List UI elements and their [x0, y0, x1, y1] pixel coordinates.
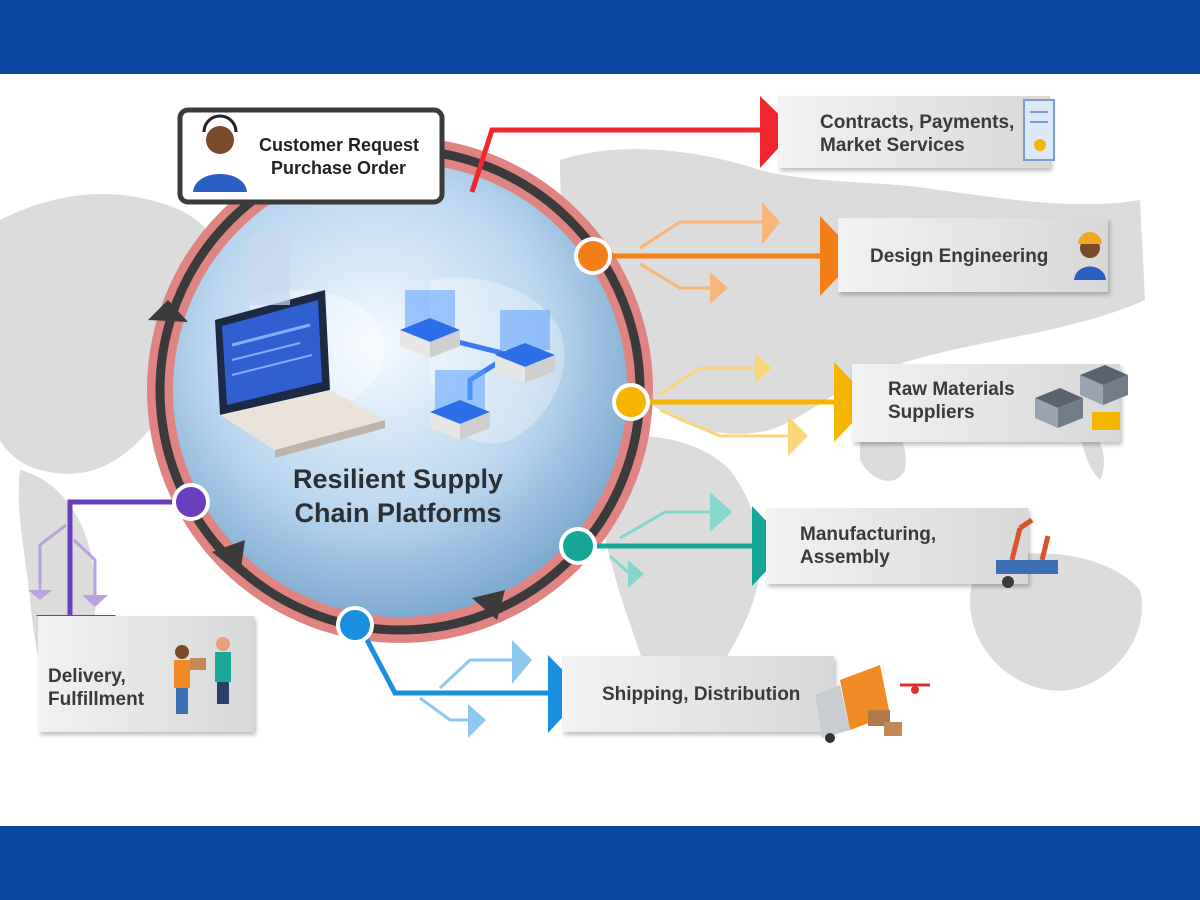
ring-arrow-left — [212, 540, 245, 575]
stage-raw: Raw Materials Suppliers — [852, 364, 1128, 442]
center-title-line2: Chain Platforms — [294, 498, 501, 528]
stage-contracts: Contracts, Payments, Market Services — [778, 96, 1055, 168]
warehouse-icon — [1035, 365, 1128, 430]
ring-arrow-bottom — [472, 590, 505, 620]
engineer-icon — [1074, 232, 1106, 280]
stage-contracts-line1: Contracts, Payments, — [820, 112, 1014, 133]
ring-arrow-up — [148, 300, 188, 322]
stage-delivery-line1: Delivery, — [48, 666, 126, 687]
stage-raw-line1: Raw Materials — [888, 379, 1015, 400]
stage-manufacturing: Manufacturing, Assembly — [766, 508, 1058, 588]
stage-contracts-line2: Market Services — [820, 135, 965, 156]
customer-avatar-icon — [193, 114, 247, 192]
stage-delivery: Delivery, Fulfillment — [38, 616, 254, 732]
connector-contracts — [469, 96, 795, 193]
customer-line1: Customer Request — [259, 135, 419, 155]
robot-arm-icon — [996, 517, 1058, 588]
node-manufacturing — [559, 527, 597, 565]
stage-manufacturing-line1: Manufacturing, — [800, 524, 936, 545]
platform-blocks-icon — [400, 290, 555, 440]
stage-shipping-line1: Shipping, Distribution — [602, 684, 800, 705]
stage-design-line1: Design Engineering — [870, 246, 1048, 267]
node-raw — [612, 383, 650, 421]
top-band — [0, 0, 1200, 74]
stage-raw-line2: Suppliers — [888, 402, 975, 423]
certificate-icon — [1023, 99, 1055, 161]
connector-shipping — [363, 636, 585, 738]
node-shipping — [336, 606, 374, 644]
customer-line2: Purchase Order — [271, 158, 406, 178]
courier-icon — [174, 637, 231, 714]
node-design — [574, 237, 612, 275]
bottom-band — [0, 826, 1200, 900]
node-delivery — [172, 483, 210, 521]
truck-icon — [815, 665, 930, 743]
stage-delivery-line2: Fulfillment — [48, 689, 145, 710]
customer-request-box: Customer Request Purchase Order — [177, 107, 445, 205]
stage-shipping: Shipping, Distribution — [562, 656, 930, 743]
stage-manufacturing-line2: Assembly — [800, 547, 890, 568]
center-title-line1: Resilient Supply — [293, 464, 503, 494]
laptop-icon — [215, 235, 385, 458]
stage-design: Design Engineering — [838, 218, 1108, 292]
